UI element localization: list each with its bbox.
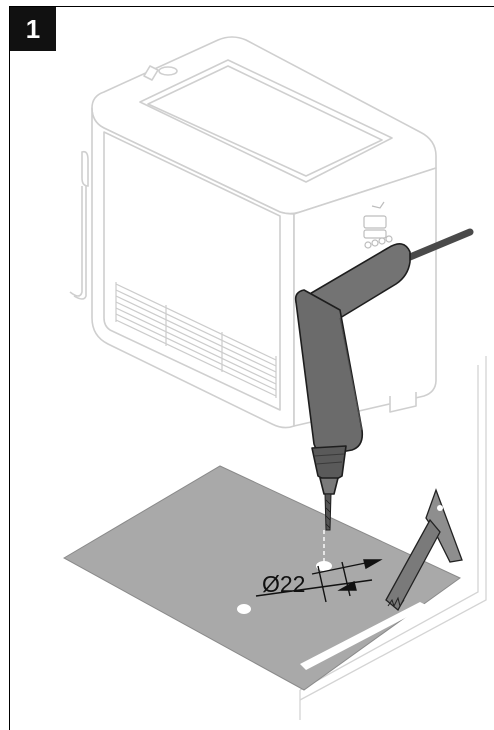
power-cable: [69, 150, 89, 300]
step-number-badge: 1: [10, 7, 56, 51]
diameter-dimension: [255, 559, 383, 603]
electric-drill-icon: [294, 243, 411, 495]
drill-hole-existing: [237, 604, 251, 614]
slot-cutout: [300, 602, 428, 670]
drill-hole-target: [316, 561, 332, 571]
vent-grille: [115, 282, 277, 398]
drill-bit: [324, 493, 332, 531]
floor-plate: [62, 465, 461, 691]
control-panel: [363, 201, 393, 249]
jigsaw-icon: [385, 488, 463, 612]
figure-frame: [9, 6, 494, 730]
room-outline: [299, 356, 487, 720]
diameter-label: Ø22: [262, 571, 305, 597]
heater-appliance: [91, 36, 437, 429]
